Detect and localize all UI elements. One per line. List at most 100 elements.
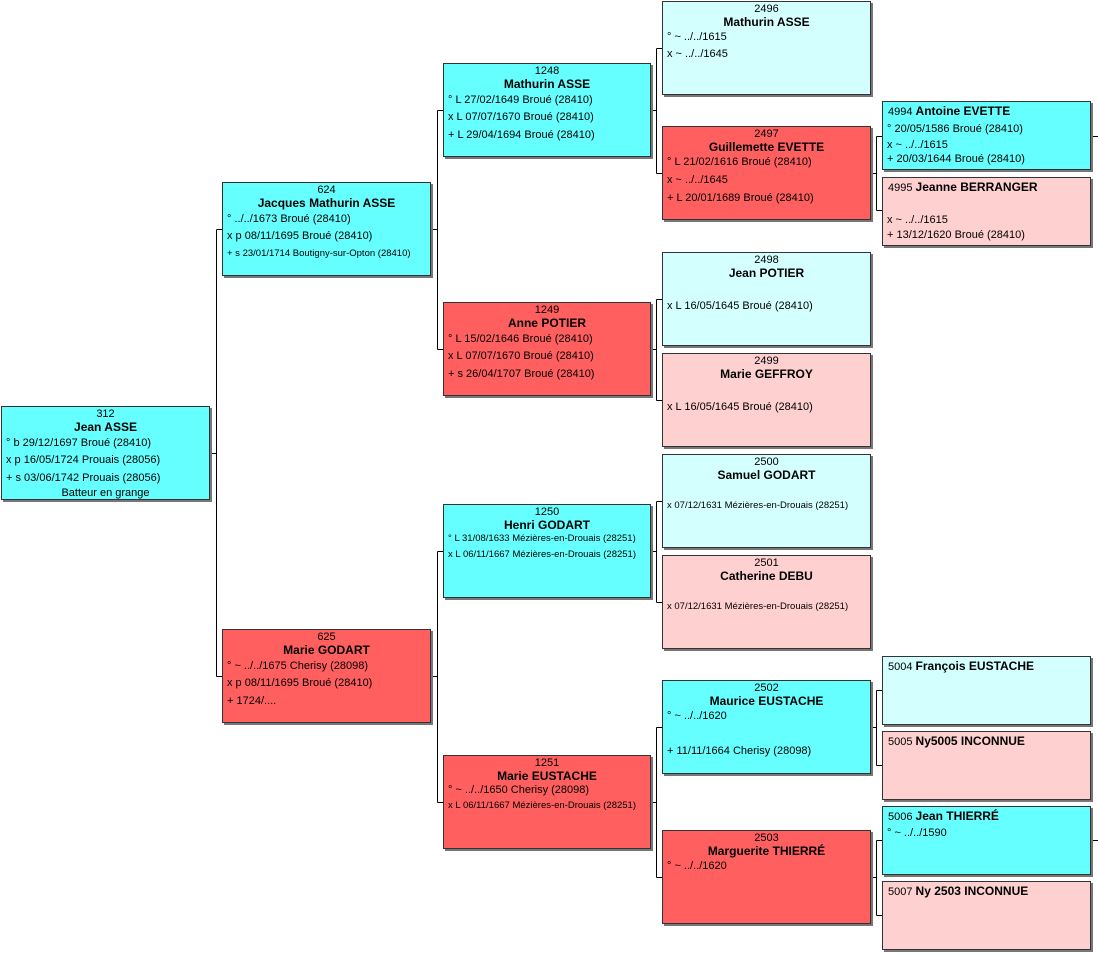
event-line: + L 20/01/1689 Broué (28410) (667, 192, 814, 204)
person-name: Jean THIERRÉ (915, 809, 999, 823)
person-name: Catherine DEBU (720, 569, 813, 583)
person-name: Antoine EVETTE (915, 104, 1011, 118)
person-name: Maurice EUSTACHE (709, 694, 824, 708)
event-line: ° ../../1673 Broué (28410) (227, 213, 351, 225)
sosa-number: 2500 (754, 456, 779, 468)
event-line: ° L 21/02/1616 Broué (28410) (667, 156, 812, 168)
event-line: + s 26/04/1707 Broué (28410) (448, 368, 595, 380)
person-name: Marie GODART (283, 643, 370, 657)
event-line: ° ~ ../../1675 Cherisy (28098) (227, 660, 369, 672)
person-box-5007[interactable]: 5007 Ny 2503 INCONNUE (882, 881, 1091, 950)
sosa-number: 625 (317, 631, 336, 643)
person-name: Marie GEFFROY (720, 367, 813, 381)
sosa-number: 5007 (888, 886, 913, 898)
event-line: + 11/11/1664 Cherisy (28098) (667, 745, 812, 757)
event-line: ° L 31/08/1633 Mézières-en-Drouais (2825… (448, 533, 636, 544)
person-header: 5007 Ny 2503 INCONNUE (883, 882, 1090, 900)
person-name: Ny5005 INCONNUE (915, 734, 1025, 748)
event-line: x ~ ../../1615 (887, 214, 948, 226)
person-header: 4995 Jeanne BERRANGER (883, 178, 1090, 196)
person-name: Guillemette EVETTE (708, 140, 825, 154)
occupation: Batteur en grange (61, 487, 150, 499)
sosa-number: 5004 (888, 661, 913, 673)
sosa-number: 5005 (888, 736, 913, 748)
person-box-4995[interactable]: 4995 Jeanne BERRANGER x ~ ../../1615 + 13/… (882, 177, 1091, 246)
person-header: 5005 Ny5005 INCONNUE (883, 732, 1090, 750)
event-line: x L 07/07/1670 Broué (28410) (448, 350, 594, 362)
sosa-number: 1250 (534, 506, 560, 518)
event-line: ° ~ ../../1620 (667, 710, 727, 722)
person-name: Marguerite THIERRÉ (707, 844, 826, 858)
person-header: 5006 Jean THIERRÉ (883, 807, 1090, 825)
event-line: ° b 29/12/1697 Broué (28410) (6, 437, 152, 449)
sosa-number: 2499 (754, 355, 779, 367)
sosa-number: 2498 (754, 254, 779, 266)
event-line: ° ~ ../../1620 (667, 860, 727, 872)
person-name: François EUSTACHE (915, 659, 1035, 673)
sosa-number: 2502 (754, 682, 779, 694)
event-line: x 07/12/1631 Mézières-en-Drouais (28251) (667, 500, 849, 511)
event-line: + 1724/.... (227, 695, 277, 707)
event-line: x L 16/05/1645 Broué (28410) (667, 300, 813, 312)
person-name: Jacques Mathurin ASSE (257, 196, 396, 210)
person-box-4994[interactable]: 4994 Antoine EVETTE ° 20/05/1586 Broué (2… (882, 101, 1091, 170)
event-line: + L 29/04/1694 Broué (28410) (448, 129, 595, 141)
person-name: Mathurin ASSE (503, 77, 591, 91)
event-line: ° 20/05/1586 Broué (28410) (887, 123, 1023, 135)
sosa-number: 2496 (754, 3, 779, 15)
person-header: 4994 Antoine EVETTE (883, 102, 1090, 120)
event-line: x L 06/11/1667 Mézières-en-Drouais (2825… (448, 549, 636, 560)
event-line: + s 03/06/1742 Prouais (28056) (6, 472, 161, 484)
sosa-number: 624 (317, 184, 336, 196)
event-line: ° ~ ../../1590 (887, 827, 947, 839)
person-name: Samuel GODART (717, 468, 816, 482)
event-line: ° L 27/02/1649 Broué (28410) (448, 94, 593, 106)
person-name: Jean ASSE (74, 420, 137, 434)
event-line: x p 08/11/1695 Broué (28410) (227, 677, 373, 689)
sosa-number: 1248 (534, 65, 560, 77)
event-line: x ~ ../../1615 (887, 139, 948, 151)
event-line: ° ~ ../../1650 Cherisy (28098) (448, 784, 590, 796)
event-line: x p 08/11/1695 Broué (28410) (227, 230, 373, 242)
event-line: x p 16/05/1724 Prouais (28056) (6, 454, 161, 466)
event-line: x ~ ../../1645 (667, 174, 728, 186)
person-name: Jeanne BERRANGER (915, 180, 1038, 194)
person-name: Jean POTIER (728, 266, 805, 280)
sosa-number: 1251 (534, 757, 560, 769)
sosa-number: 5006 (888, 811, 913, 823)
person-name: Marie EUSTACHE (497, 769, 597, 783)
event-line: + s 23/01/1714 Boutigny-sur-Opton (28410… (227, 248, 411, 259)
event-line: ° ~ ../../1615 (667, 31, 727, 43)
event-line: + 13/12/1620 Broué (28410) (887, 229, 1025, 241)
event-line: x 07/12/1631 Mézières-en-Drouais (28251) (667, 601, 849, 612)
person-box-5006[interactable]: 5006 Jean THIERRÉ ° ~ ../../1590 (882, 806, 1091, 875)
event-line: x L 06/11/1667 Mézières-en-Drouais (2825… (448, 800, 636, 811)
person-header: 5004 François EUSTACHE (883, 657, 1090, 675)
person-name: Ny 2503 INCONNUE (915, 884, 1029, 898)
person-name: Mathurin ASSE (723, 15, 810, 29)
person-box-5004[interactable]: 5004 François EUSTACHE (882, 656, 1091, 725)
event-line: x L 07/07/1670 Broué (28410) (448, 111, 594, 123)
sosa-number: 4995 (888, 182, 913, 194)
event-line: + 20/03/1644 Broué (28410) (887, 153, 1025, 165)
person-box-5005[interactable]: 5005 Ny5005 INCONNUE (882, 731, 1091, 800)
person-name: Anne POTIER (507, 316, 586, 330)
sosa-number: 312 (96, 408, 115, 420)
sosa-number: 2497 (754, 128, 779, 140)
